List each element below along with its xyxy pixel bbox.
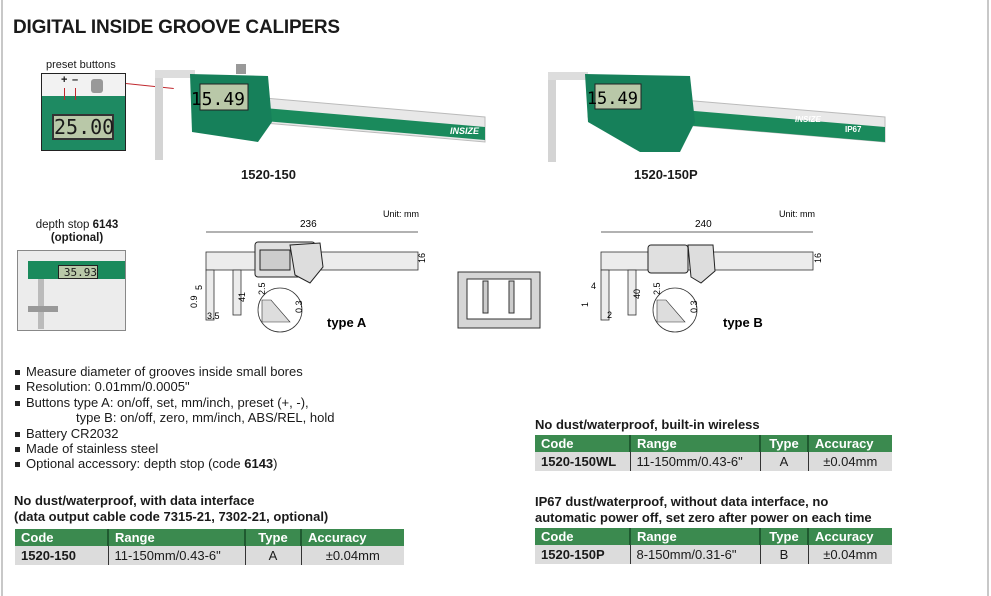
preset-buttons-label: preset buttons — [46, 59, 116, 71]
cell-accuracy: ±0.04mm — [301, 546, 404, 565]
model-label-b: 1520-150P — [634, 167, 698, 182]
dim-length-a: 236 — [300, 219, 317, 230]
caliper-b-photo: 15.49 INSIZE IP67 — [548, 72, 886, 162]
col-range: Range — [630, 435, 761, 452]
brand-logo-b: INSIZE — [795, 115, 821, 124]
feature-item: Measure diameter of grooves inside small… — [14, 364, 334, 379]
dim-2-b: 2 — [607, 310, 612, 320]
ip67-badge: IP67 — [845, 125, 862, 134]
cell-type: B — [760, 545, 809, 564]
col-code: Code — [535, 528, 631, 545]
table3-heading: IP67 dust/waterproof, without data inter… — [535, 494, 872, 526]
feature-text: type B: on/off, zero, mm/inch, ABS/REL, … — [76, 410, 335, 426]
cell-code: 1520-150WL — [535, 452, 631, 471]
dim-03-b: 0.3 — [689, 300, 699, 313]
feature-item: Resolution: 0.01mm/0.0005" — [14, 379, 334, 394]
feature-item: Optional accessory: depth stop (code 614… — [14, 456, 334, 471]
depth-stop-code: 6143 — [92, 219, 119, 231]
preset-inset-photo: + – 25.00 — [41, 73, 126, 151]
feature-item: Battery CR2032 — [14, 426, 334, 441]
lcd-b: 15.49 — [587, 89, 638, 109]
cell-range: 11-150mm/0.43-6" — [108, 546, 246, 565]
cell-code: 1520-150P — [535, 545, 631, 564]
unit-label-a: Unit: mm — [383, 209, 419, 219]
feature-item: Buttons type A: on/off, set, mm/inch, pr… — [14, 395, 334, 426]
type-b-label: type B — [723, 315, 763, 330]
table3-heading-line1: IP67 dust/waterproof, without data inter… — [535, 494, 829, 509]
feature-item: Made of stainless steel — [14, 441, 334, 456]
cell-range: 8-150mm/0.31-6" — [630, 545, 761, 564]
dim-1-b: 1 — [580, 302, 590, 307]
diagram-type-a: Unit: mm 236 16 41 5 0.9 3.5 2.5 0.3 typ… — [189, 209, 427, 333]
depth-stop-label: depth stop — [35, 219, 90, 231]
cell-type: A — [760, 452, 809, 471]
cell-type: A — [245, 546, 302, 565]
groove-diagram — [457, 271, 541, 329]
depth-stop-photo: 35.93 — [17, 250, 126, 331]
brand-logo: INSIZE — [450, 126, 480, 136]
minus-label: – — [72, 74, 79, 86]
table1-heading-line1: No dust/waterproof, with data interface — [14, 493, 255, 508]
dim-jaw-a: 41 — [237, 292, 247, 302]
dim-25-b: 2.5 — [652, 282, 662, 295]
table1-heading-line2: (data output cable code 7315-21, 7302-21… — [14, 509, 329, 524]
col-accuracy: Accuracy — [808, 435, 892, 452]
col-range: Range — [108, 529, 246, 546]
dim-5-a: 5 — [194, 285, 204, 290]
depth-stop-optional: (optional) — [50, 232, 104, 244]
type-a-label: type A — [327, 315, 367, 330]
depth-stop-caption: depth stop 6143 (optional) — [27, 219, 127, 245]
feature-text: Optional accessory: depth stop (code — [26, 456, 245, 472]
dim-height-a: 16 — [417, 253, 427, 263]
col-code: Code — [15, 529, 109, 546]
cell-accuracy: ±0.04mm — [808, 452, 892, 471]
feature-code: 6143 — [244, 456, 274, 472]
dim-4-b: 4 — [591, 281, 596, 291]
col-type: Type — [760, 528, 809, 545]
cell-accuracy: ±0.04mm — [808, 545, 892, 564]
table3-heading-line2: automatic power off, set zero after powe… — [535, 510, 872, 525]
dim-length-b: 240 — [695, 219, 712, 230]
caliper-a-photo: 15.49 INSIZE — [155, 64, 486, 160]
col-code: Code — [535, 435, 631, 452]
table2-heading: No dust/waterproof, built-in wireless — [535, 417, 760, 432]
col-accuracy: Accuracy — [808, 528, 892, 545]
scrollbar[interactable] — [987, 0, 989, 596]
left-border — [1, 0, 3, 596]
dim-height-b: 16 — [813, 253, 823, 263]
feature-list: Measure diameter of grooves inside small… — [14, 364, 334, 472]
col-accuracy: Accuracy — [301, 529, 404, 546]
model-label-a: 1520-150 — [241, 167, 296, 182]
cell-code: 1520-150 — [15, 546, 109, 565]
page-title: DIGITAL INSIDE GROOVE CALIPERS — [13, 17, 340, 38]
unit-label-b: Unit: mm — [779, 209, 815, 219]
feature-text: ) — [273, 456, 278, 472]
inset-lcd: 25.00 — [52, 114, 115, 140]
dim-35-a: 3.5 — [207, 311, 220, 321]
dim-09-a: 0.9 — [189, 295, 199, 308]
plus-label: + — [61, 74, 68, 86]
col-range: Range — [630, 528, 761, 545]
dim-03-a: 0.3 — [294, 300, 304, 313]
diagram-type-b: Unit: mm 240 16 40 4 1 2 2.5 0.3 type B — [580, 209, 823, 333]
col-type: Type — [760, 435, 809, 452]
table1-heading: No dust/waterproof, with data interface … — [14, 493, 328, 525]
col-type: Type — [245, 529, 302, 546]
lcd-a: 15.49 — [191, 89, 245, 110]
dim-25-a: 2.5 — [257, 282, 267, 295]
depth-stop-lcd: 35.93 — [58, 265, 98, 279]
feature-text: Buttons type A: on/off, set, mm/inch, pr… — [26, 394, 309, 410]
dim-jaw-b: 40 — [632, 289, 642, 299]
cell-range: 11-150mm/0.43-6" — [630, 452, 761, 471]
